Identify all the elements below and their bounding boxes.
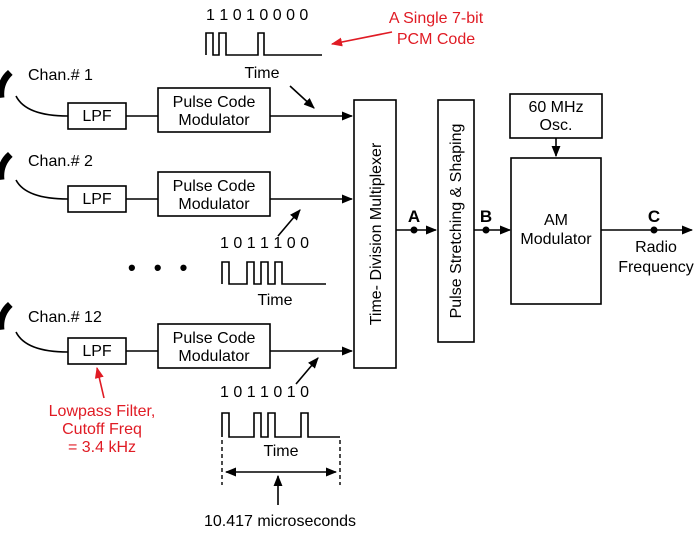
pcm-label-line1: Pulse Code xyxy=(173,94,256,111)
phone-cord xyxy=(15,331,69,353)
lpf-label: LPF xyxy=(82,343,112,360)
tdm-label: Time- Division Multiplexer xyxy=(368,142,385,325)
bit-sequence: 1 0 1 1 0 1 0 xyxy=(220,384,309,401)
node-c-label: C xyxy=(648,207,660,226)
lpf-box xyxy=(67,102,127,130)
channel-2: Chan.# 2 LPF Pulse Code Modulator xyxy=(0,152,354,217)
tdm-box xyxy=(353,99,397,369)
rf-label-line2: Frequency xyxy=(618,259,694,276)
stretch-block: Pulse Stretching & Shaping xyxy=(437,99,475,343)
channel-label: Chan.# 2 xyxy=(28,153,93,170)
pcm-label-line2: Modulator xyxy=(178,196,250,213)
phone-icon xyxy=(0,302,13,331)
node-a-dot xyxy=(410,226,418,234)
lpf-label: LPF xyxy=(82,191,112,208)
am-modulator-block: AM Modulator xyxy=(510,157,602,305)
phone-icon xyxy=(0,70,13,99)
lpf-annotation: Lowpass Filter, Cutoff Freq = 3.4 kHz xyxy=(49,366,156,456)
pulse-train xyxy=(221,412,340,438)
pcm-label-line1: Pulse Code xyxy=(173,178,256,195)
channel-12: Chan.# 12 LPF Pulse Code Modulator xyxy=(0,302,354,369)
channel-label: Chan.# 1 xyxy=(28,67,93,84)
stretch-box xyxy=(437,99,475,343)
phone-cord xyxy=(15,95,69,117)
tdm-block: Time- Division Multiplexer xyxy=(353,99,397,369)
code-arrow xyxy=(277,209,301,237)
channel-1: Chan.# 1 LPF Pulse Code Modulator xyxy=(0,67,354,133)
node-a-label: A xyxy=(408,207,420,226)
pcm-code-waveform-1: 1 1 0 1 0 0 0 0 Time xyxy=(205,7,322,109)
annotation-line2: Cutoff Freq xyxy=(62,421,142,438)
lpf-label: LPF xyxy=(82,108,112,125)
pcm-label-line2: Modulator xyxy=(178,348,250,365)
lpf-box xyxy=(67,185,127,213)
annotation-arrow xyxy=(330,31,393,47)
phone-cord xyxy=(15,179,69,200)
annotation-line2: PCM Code xyxy=(397,31,475,48)
pulse-train xyxy=(205,32,322,56)
pcm-label-line1: Pulse Code xyxy=(173,330,256,347)
rf-label-line1: Radio xyxy=(635,239,677,256)
annotation-line1: A Single 7-bit xyxy=(389,10,484,27)
pcm-code-annotation: A Single 7-bit PCM Code xyxy=(330,10,484,48)
channel-label: Chan.# 12 xyxy=(28,309,102,326)
am-label-line1: AM xyxy=(544,212,568,229)
pcm-label-line2: Modulator xyxy=(178,112,250,129)
bit-sequence: 1 0 1 1 1 0 0 xyxy=(220,235,309,252)
osc-label-line2: Osc. xyxy=(540,117,573,134)
pcm-box xyxy=(157,323,271,369)
phone-icon xyxy=(0,152,13,181)
bit-sequence: 1 1 0 1 0 0 0 0 xyxy=(206,7,308,24)
annotation-arrow xyxy=(94,366,105,399)
period-dimension: 10.417 microseconds xyxy=(204,440,356,530)
pcm-box xyxy=(157,87,271,133)
node-b-label: B xyxy=(480,207,492,226)
annotation-line1: Lowpass Filter, xyxy=(49,403,156,420)
time-label: Time xyxy=(264,443,299,460)
stretch-label: Pulse Stretching & Shaping xyxy=(448,124,465,319)
pcm-code-waveform-2: 1 0 1 1 1 0 0 Time xyxy=(220,209,326,309)
period-label: 10.417 microseconds xyxy=(204,513,356,530)
node-b-dot xyxy=(482,226,490,234)
pulse-train xyxy=(221,261,326,285)
osc-box xyxy=(509,93,603,139)
pcm-box xyxy=(157,171,271,217)
code-arrow xyxy=(295,357,319,385)
osc-label-line1: 60 MHz xyxy=(528,99,583,116)
annotation-line3: = 3.4 kHz xyxy=(68,439,136,456)
time-label: Time xyxy=(258,292,293,309)
am-label-line2: Modulator xyxy=(520,231,592,248)
code-arrow xyxy=(289,85,315,109)
time-label: Time xyxy=(245,65,280,82)
more-channels-ellipsis: • • • xyxy=(128,255,193,280)
node-c-dot xyxy=(650,226,658,234)
am-box xyxy=(510,157,602,305)
oscillator-block: 60 MHz Osc. xyxy=(509,93,603,158)
pcm-code-waveform-12: 1 0 1 1 0 1 0 Time xyxy=(220,357,340,460)
